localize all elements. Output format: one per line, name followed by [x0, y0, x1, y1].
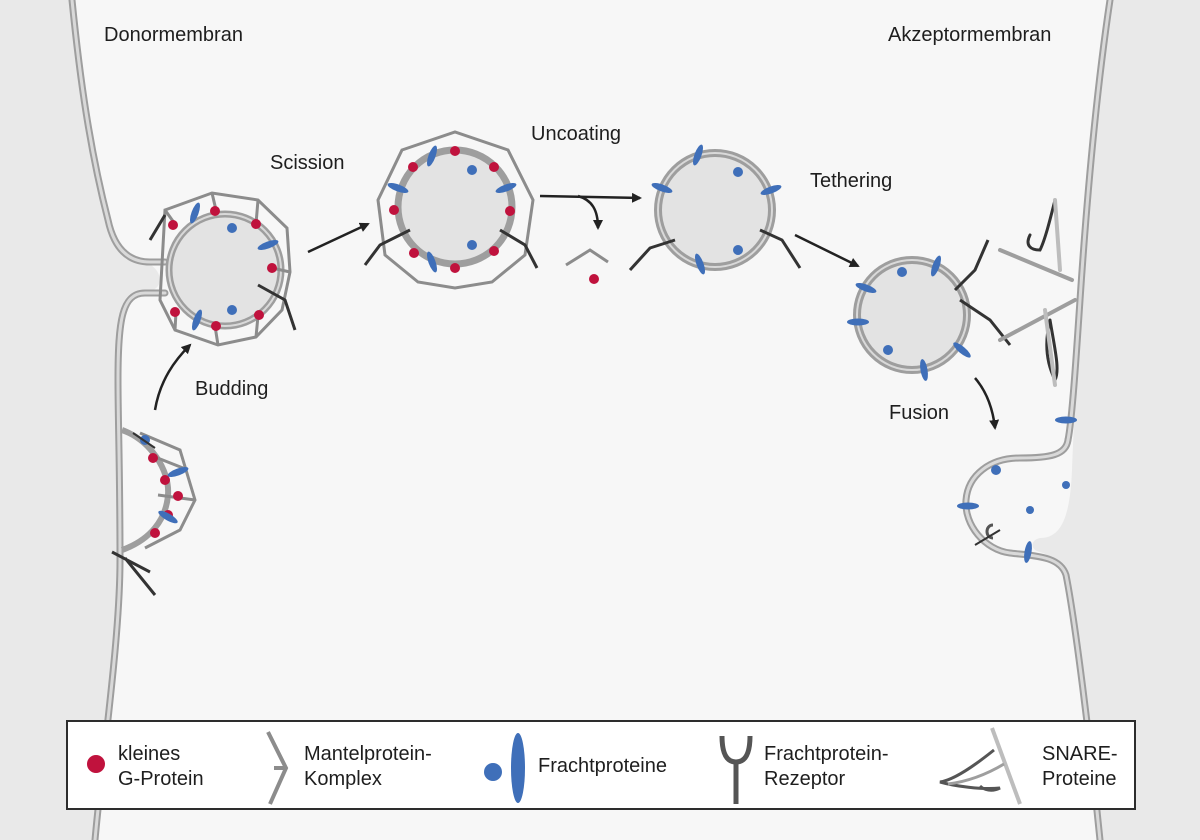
- legend-coat-complex: Mantelprotein- Komplex: [304, 743, 432, 790]
- budding-arrow: [153, 343, 192, 411]
- snare-protein-icon: [939, 727, 1022, 805]
- coat-release-arrow: [577, 194, 603, 230]
- fusion-label: Fusion: [889, 402, 950, 424]
- tethering-arrow: [794, 233, 860, 268]
- legend: kleines G-Protein Mantelprotein- Komplex…: [66, 720, 1136, 810]
- coat-complex-icon: [266, 731, 289, 805]
- uncoated-vesicle: [628, 144, 802, 275]
- coated-vesicle: [363, 130, 539, 290]
- legend-cargo-receptor: Frachtprotein- Rezeptor: [764, 743, 889, 790]
- legend-cargo-proteins: Frachtproteine: [538, 755, 667, 777]
- uncoating-label: Uncoating: [531, 123, 622, 145]
- budding-vesicle: [148, 191, 297, 347]
- process-arrows: [153, 192, 1000, 430]
- donor-membrane-label: Donormembran: [104, 24, 243, 46]
- cytoplasm: [72, 0, 1110, 840]
- scission-arrow: [307, 222, 370, 254]
- budding-pit: [111, 427, 197, 596]
- acceptor-membrane-label: Akzeptormembran: [888, 24, 1052, 46]
- cargo-receptor-icon: [719, 735, 753, 804]
- legend-snare-proteins: SNARE- Proteine: [1042, 743, 1118, 790]
- budding-label: Budding: [195, 378, 269, 400]
- fused-vesicle: [957, 465, 1070, 563]
- legend-g-protein: kleines G-Protein: [118, 743, 204, 790]
- cargo-protein-icon: [484, 733, 525, 803]
- cargo-protein-on-membrane: [1055, 416, 1077, 424]
- g-protein-icon: [87, 755, 105, 773]
- scission-label: Scission: [270, 152, 345, 174]
- snare-proteins: [998, 198, 1077, 387]
- released-coat: [565, 248, 609, 284]
- fusion-arrow: [974, 377, 1000, 430]
- tethering-vesicle: [847, 239, 1012, 381]
- tethering-label: Tethering: [810, 170, 893, 192]
- uncoating-arrow: [539, 192, 642, 203]
